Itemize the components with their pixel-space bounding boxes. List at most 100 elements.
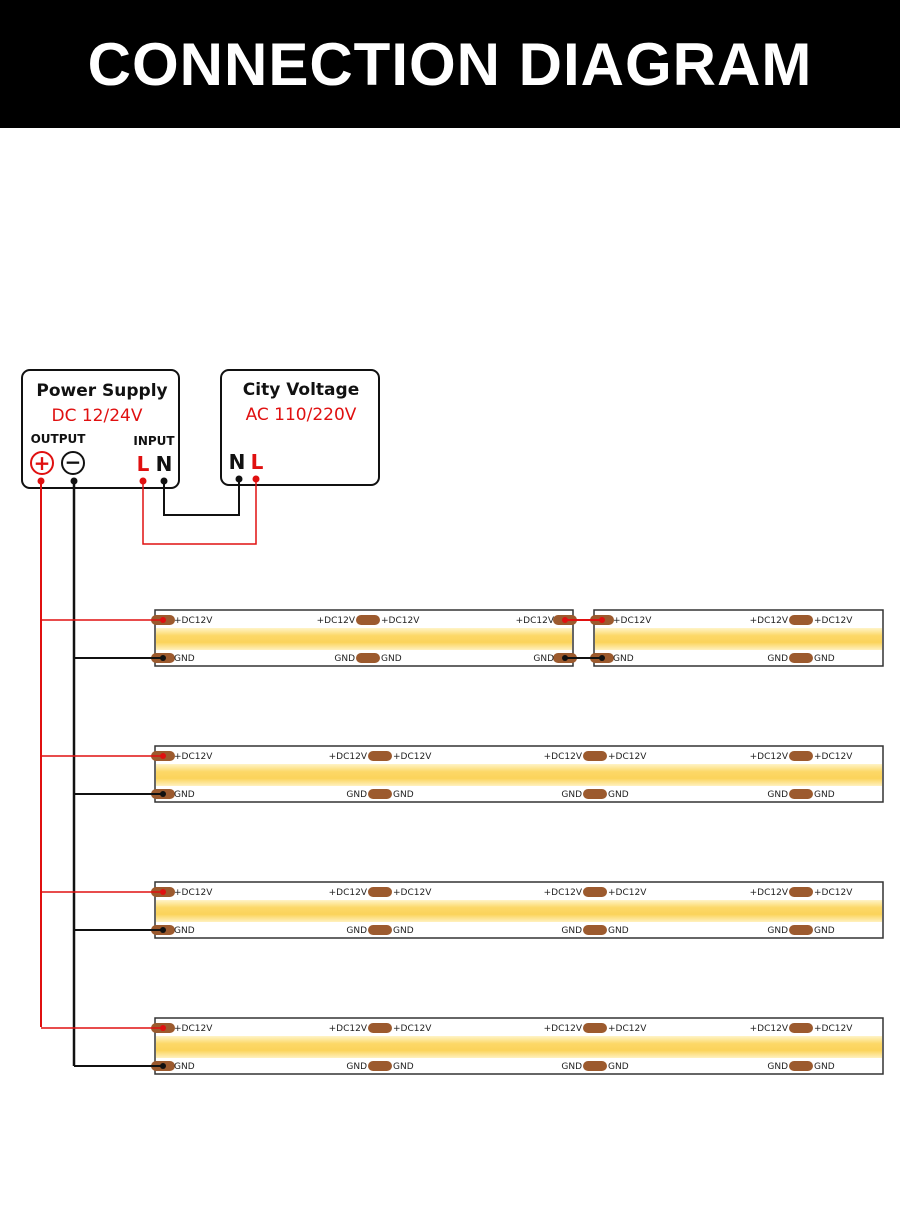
ps-terminal-l: L (137, 452, 150, 476)
positive-label: +DC12V (174, 888, 213, 898)
city-voltage-title: City Voltage (243, 380, 359, 400)
power-supply-voltage: DC 12/24V (52, 406, 143, 426)
solder-pad (789, 887, 813, 897)
solder-pad (368, 925, 392, 935)
ground-label: GND (393, 926, 414, 936)
ps-terminal-n: N (156, 452, 173, 476)
positive-label: +DC12V (750, 1024, 789, 1034)
ground-label: GND (174, 926, 195, 936)
solder-pad (789, 1061, 813, 1071)
solder-pad (583, 1023, 607, 1033)
ground-label: GND (608, 926, 629, 936)
ground-label: GND (613, 654, 634, 664)
ground-label: GND (393, 790, 414, 800)
positive-label: +DC12V (608, 752, 647, 762)
ground-label: GND (346, 1062, 367, 1072)
cv-terminal-n: N (229, 450, 246, 474)
plus-terminal-icon (30, 451, 54, 475)
minus-terminal-icon (61, 451, 85, 475)
positive-label: +DC12V (814, 752, 853, 762)
positive-label: +DC12V (174, 1024, 213, 1034)
solder-pad (368, 751, 392, 761)
strip-led-glow (595, 628, 882, 650)
strip-led-glow (156, 900, 882, 922)
ground-label: GND (608, 1062, 629, 1072)
ground-label: GND (814, 926, 835, 936)
positive-label: +DC12V (329, 752, 368, 762)
neutral-wire (163, 479, 240, 516)
led-strip: +DC12V GND +DC12V +DC12V GND GND +DC12V +DC12V G… (41, 1017, 884, 1075)
positive-label: +DC12V (317, 616, 356, 626)
positive-label: +DC12V (516, 616, 555, 626)
ground-label: GND (767, 790, 788, 800)
power-supply-title: Power Supply (36, 381, 167, 401)
positive-label: +DC12V (174, 616, 213, 626)
ground-label: GND (533, 654, 554, 664)
cv-terminal-l: L (251, 450, 264, 474)
solder-pad (583, 887, 607, 897)
strip-led-glow (156, 1036, 882, 1058)
positive-label: +DC12V (393, 1024, 432, 1034)
solder-pad (583, 925, 607, 935)
strip-led-glow (156, 628, 572, 650)
mains-wiring (139, 475, 260, 545)
solder-pad (583, 789, 607, 799)
ground-label: GND (608, 790, 629, 800)
ground-label: GND (346, 926, 367, 936)
led-strip: +DC12V GND +DC12V +DC12V GND GND +DC12V GND +DC1… (41, 609, 884, 667)
power-supply-box: Power Supply DC 12/24V OUTPUT INPUT + − … (21, 369, 180, 489)
ground-label: GND (767, 654, 788, 664)
positive-label: +DC12V (544, 888, 583, 898)
positive-label: +DC12V (750, 888, 789, 898)
ground-label: GND (814, 790, 835, 800)
solder-pad (583, 751, 607, 761)
solder-pad (368, 1061, 392, 1071)
positive-label: +DC12V (613, 616, 652, 626)
city-voltage-value: AC 110/220V (246, 405, 357, 425)
positive-label: +DC12V (814, 888, 853, 898)
positive-label: +DC12V (393, 888, 432, 898)
positive-label: +DC12V (544, 1024, 583, 1034)
live-wire (142, 479, 257, 545)
led-strip: +DC12V GND +DC12V +DC12V GND GND +DC12V +DC12V G… (41, 881, 884, 939)
ground-label: GND (814, 654, 835, 664)
input-label: INPUT (133, 434, 175, 448)
ground-label: GND (393, 1062, 414, 1072)
positive-label: +DC12V (608, 888, 647, 898)
positive-label: +DC12V (814, 616, 853, 626)
ground-label: GND (174, 1062, 195, 1072)
solder-pad (356, 615, 380, 625)
solder-pad (789, 925, 813, 935)
positive-label: +DC12V (608, 1024, 647, 1034)
solder-pad (368, 1023, 392, 1033)
ground-label: GND (561, 926, 582, 936)
minus-symbol: − (65, 450, 82, 474)
positive-label: +DC12V (381, 616, 420, 626)
city-voltage-box: City Voltage AC 110/220V N L (220, 369, 380, 486)
solder-pad (356, 653, 380, 663)
ground-label: GND (174, 654, 195, 664)
solder-pad (789, 751, 813, 761)
solder-pad (368, 887, 392, 897)
solder-pad (583, 1061, 607, 1071)
positive-label: +DC12V (329, 1024, 368, 1034)
ground-label: GND (561, 790, 582, 800)
positive-label: +DC12V (329, 888, 368, 898)
positive-label: +DC12V (544, 752, 583, 762)
solder-pad (789, 615, 813, 625)
strip-led-glow (156, 764, 882, 786)
output-bus (37, 477, 78, 1066)
ground-label: GND (381, 654, 402, 664)
solder-pad (789, 1023, 813, 1033)
solder-pad (789, 653, 813, 663)
ground-label: GND (561, 1062, 582, 1072)
ground-label: GND (767, 1062, 788, 1072)
positive-label: +DC12V (750, 616, 789, 626)
ground-label: GND (346, 790, 367, 800)
solder-pad (789, 789, 813, 799)
ground-label: GND (767, 926, 788, 936)
ground-label: GND (814, 1062, 835, 1072)
